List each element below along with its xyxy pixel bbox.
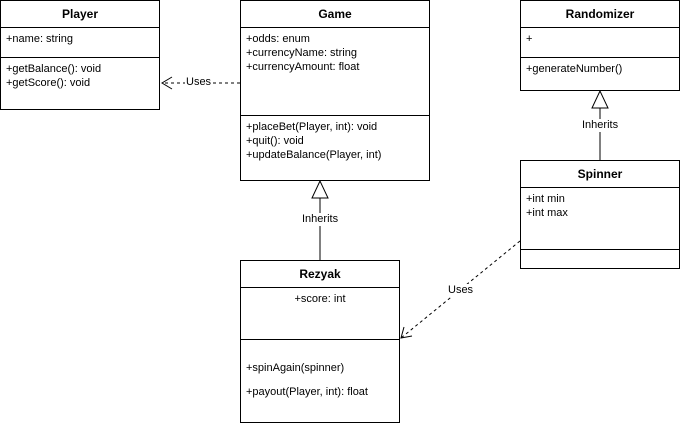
uses-label-spinner-rezyak: Uses (447, 284, 475, 297)
attribute: +name: string (6, 33, 73, 45)
attribute: +int max (526, 207, 568, 219)
attributes-section: +name: string (1, 28, 159, 58)
class-name: Rezyak (241, 261, 399, 288)
method: +placeBet(Player, int): void (246, 121, 378, 133)
attribute: +int min (526, 193, 565, 205)
class-name: Player (1, 1, 159, 28)
class-spinner[interactable]: Spinner +int min +int max (520, 160, 680, 269)
uses-arrowhead-rezyak (400, 326, 413, 339)
uses-edge-spinner-rezyak (400, 240, 521, 339)
class-game[interactable]: Game +odds: enum +currencyName: string +… (240, 0, 430, 181)
method: +payout(Player, int): float (246, 386, 368, 398)
class-name: Randomizer (521, 1, 679, 28)
class-rezyak[interactable]: Rezyak +score: int +spinAgain(spinner) +… (240, 260, 400, 423)
attribute: +score: int (294, 293, 346, 305)
attribute: +currencyAmount: float (246, 61, 360, 73)
method: +generateNumber() (526, 63, 623, 75)
methods-section: +placeBet(Player, int): void +quit(): vo… (241, 116, 429, 166)
methods-section: +getBalance(): void +getScore(): void (1, 58, 159, 94)
methods-section: +generateNumber() (521, 58, 679, 80)
attributes-section: +score: int (241, 288, 399, 340)
attributes-section: +odds: enum +currencyName: string +curre… (241, 28, 429, 116)
attributes-section: +int min +int max (521, 188, 679, 250)
class-name: Spinner (521, 161, 679, 188)
methods-section: +spinAgain(spinner) +payout(Player, int)… (241, 340, 399, 403)
method: +spinAgain(spinner) (246, 362, 345, 374)
method: +updateBalance(Player, int) (246, 149, 382, 161)
attribute: +odds: enum (246, 33, 310, 45)
uses-arrowhead-player (161, 76, 173, 90)
class-player[interactable]: Player +name: string +getBalance(): void… (0, 0, 160, 110)
attributes-section: + (521, 28, 679, 58)
method: +quit(): void (246, 135, 304, 147)
inherits-arrowhead-randomizer (591, 89, 609, 109)
attribute: +currencyName: string (246, 47, 357, 59)
inherits-label-spinner: Inherits (581, 119, 620, 132)
inherits-arrowhead-game (311, 179, 329, 199)
uses-label-game-player: Uses (185, 76, 213, 89)
inherits-label-rezyak: Inherits (301, 213, 340, 226)
method: +getScore(): void (6, 77, 91, 89)
class-name: Game (241, 1, 429, 28)
methods-section (521, 250, 679, 258)
class-randomizer[interactable]: Randomizer + +generateNumber() (520, 0, 680, 91)
attribute: + (526, 33, 533, 45)
method: +getBalance(): void (6, 63, 102, 75)
